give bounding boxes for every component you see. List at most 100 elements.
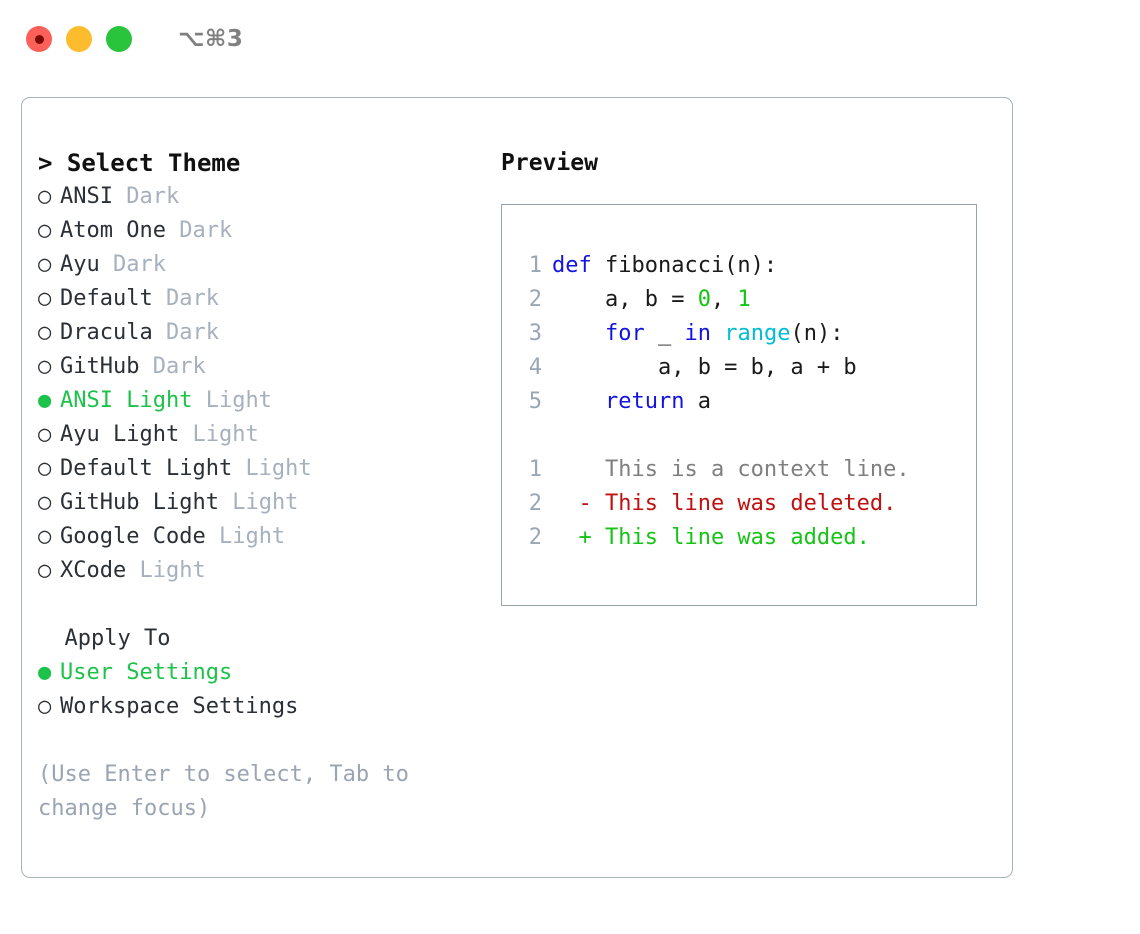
theme-option-variant: Dark [152, 354, 206, 379]
theme-option-name: Google Code [60, 524, 206, 549]
theme-option[interactable]: ○ ANSI Dark [38, 180, 478, 214]
code-token: (n): [790, 321, 844, 346]
radio-unselected-icon[interactable]: ○ [38, 184, 52, 209]
theme-option-name: ANSI [60, 184, 113, 209]
radio-unselected-icon[interactable]: ○ [38, 252, 52, 277]
theme-option-name: Atom One [60, 218, 166, 243]
code-token [711, 321, 724, 346]
keyboard-hint-text: (Use Enter to select, Tab to change focu… [38, 762, 423, 821]
theme-option-variant: Light [218, 524, 286, 549]
radio-unselected-icon[interactable]: ○ [38, 286, 52, 311]
theme-option[interactable]: ● ANSI Light Light [38, 384, 478, 418]
theme-option[interactable]: ○Ayu Dark [38, 248, 478, 282]
radio-unselected-icon[interactable]: ○ [38, 456, 52, 481]
theme-option[interactable]: ○ Google Code Light [38, 520, 478, 554]
theme-option-variant: Light [232, 490, 299, 515]
radio-unselected-icon[interactable]: ○ [38, 524, 52, 549]
apply-to-option[interactable]: ● User Settings [38, 656, 478, 690]
code-diff-gap [520, 419, 976, 453]
apply-to-label: Apply To [38, 626, 171, 651]
line-number: 5 [528, 389, 542, 414]
theme-option[interactable]: ○ Dracula Dark [38, 316, 478, 350]
theme-option-name: Default [60, 286, 153, 311]
theme-option-variant: Dark [165, 320, 219, 345]
line-number: 4 [528, 355, 542, 380]
diff-line: 2 + This line was added. [520, 521, 976, 555]
radio-unselected-icon[interactable]: ○ [38, 694, 52, 719]
minimize-button[interactable] [66, 26, 92, 52]
diff-line-text: + This line was added. [552, 525, 870, 550]
line-number: 2 [528, 287, 542, 312]
theme-option-variant: Light [205, 388, 272, 413]
code-token [552, 389, 605, 414]
keyboard-shortcut-label: ⌥⌘3 [178, 26, 244, 52]
theme-option[interactable]: ○ Ayu Light Light [38, 418, 478, 452]
line-number: 1 [528, 457, 542, 482]
theme-selection-column: > Select Theme ○ANSI Dark○Atom One Dark○… [38, 146, 478, 826]
diff-line-text: This is a context line. [552, 457, 910, 482]
radio-unselected-icon[interactable]: ○ [38, 558, 52, 583]
theme-picker-dialog: > Select Theme ○ANSI Dark○Atom One Dark○… [21, 97, 1013, 878]
maximize-button[interactable] [106, 26, 132, 52]
code-line: 5 return a [520, 385, 976, 419]
theme-option-variant: Dark [113, 252, 166, 277]
apply-to-option[interactable]: ○ Workspace Settings [38, 690, 478, 724]
theme-option[interactable]: ○GitHub Dark [38, 350, 478, 384]
theme-option[interactable]: ○Atom One Dark [38, 214, 478, 248]
hint-spacer [38, 724, 478, 758]
code-token: a, b = [552, 287, 698, 312]
theme-option[interactable]: ○ XCode Light [38, 554, 478, 588]
theme-option-name: ANSI Light [60, 388, 193, 413]
theme-option-name: XCode [60, 558, 127, 583]
radio-selected-icon[interactable]: ● [38, 388, 52, 413]
code-line: 3 for _ in range(n): [520, 317, 976, 351]
theme-list[interactable]: ○ANSI Dark○Atom One Dark○Ayu Dark○Defaul… [38, 180, 478, 588]
line-number: 2 [528, 491, 542, 516]
radio-unselected-icon[interactable]: ○ [38, 490, 52, 515]
code-token: 1 [737, 287, 751, 312]
theme-option-variant: Light [245, 456, 312, 481]
window-titlebar: ⌥⌘3 [0, 0, 1140, 78]
preview-title: Preview [501, 150, 598, 176]
theme-option-variant: Light [139, 558, 206, 583]
close-button[interactable] [26, 26, 52, 52]
line-number: 2 [528, 525, 542, 550]
theme-option-name: Dracula [60, 320, 153, 345]
theme-option-name: GitHub Light [60, 490, 219, 515]
radio-unselected-icon[interactable]: ○ [38, 354, 52, 379]
theme-option-variant: Light [192, 422, 259, 447]
theme-option[interactable]: ○ Default Dark [38, 282, 478, 316]
diff-line: 1 This is a context line. [520, 453, 976, 487]
page-title: > Select Theme [38, 149, 241, 177]
code-token: for [604, 321, 645, 346]
code-token [552, 321, 605, 346]
radio-selected-icon[interactable]: ● [38, 660, 52, 685]
theme-option[interactable]: ○ GitHub Light Light [38, 486, 478, 520]
radio-unselected-icon[interactable]: ○ [38, 218, 52, 243]
code-token: a, b = b, a + b [552, 355, 857, 380]
radio-unselected-icon[interactable]: ○ [38, 422, 52, 447]
window-controls [26, 26, 132, 52]
radio-unselected-icon[interactable]: ○ [38, 320, 52, 345]
line-number: 3 [528, 321, 542, 346]
code-line: 4 a, b = b, a + b [520, 351, 976, 385]
apply-to-option-name: User Settings [60, 660, 233, 685]
theme-option[interactable]: ○ Default Light Light [38, 452, 478, 486]
code-token: 0 [697, 287, 711, 312]
apply-to-list[interactable]: ● User Settings ○ Workspace Settings [38, 656, 478, 724]
theme-option-variant: Dark [126, 184, 180, 209]
theme-option-name: Default Light [60, 456, 233, 481]
code-line: 2 a, b = 0, 1 [520, 283, 976, 317]
code-token: in [684, 321, 711, 346]
section-spacer [38, 588, 478, 622]
apply-to-option-name: Workspace Settings [60, 694, 299, 719]
theme-option-variant: Dark [165, 286, 219, 311]
code-token: return [604, 389, 685, 414]
code-token: range [724, 321, 791, 346]
code-token: , [710, 287, 738, 312]
theme-option-name: Ayu Light [60, 422, 180, 447]
